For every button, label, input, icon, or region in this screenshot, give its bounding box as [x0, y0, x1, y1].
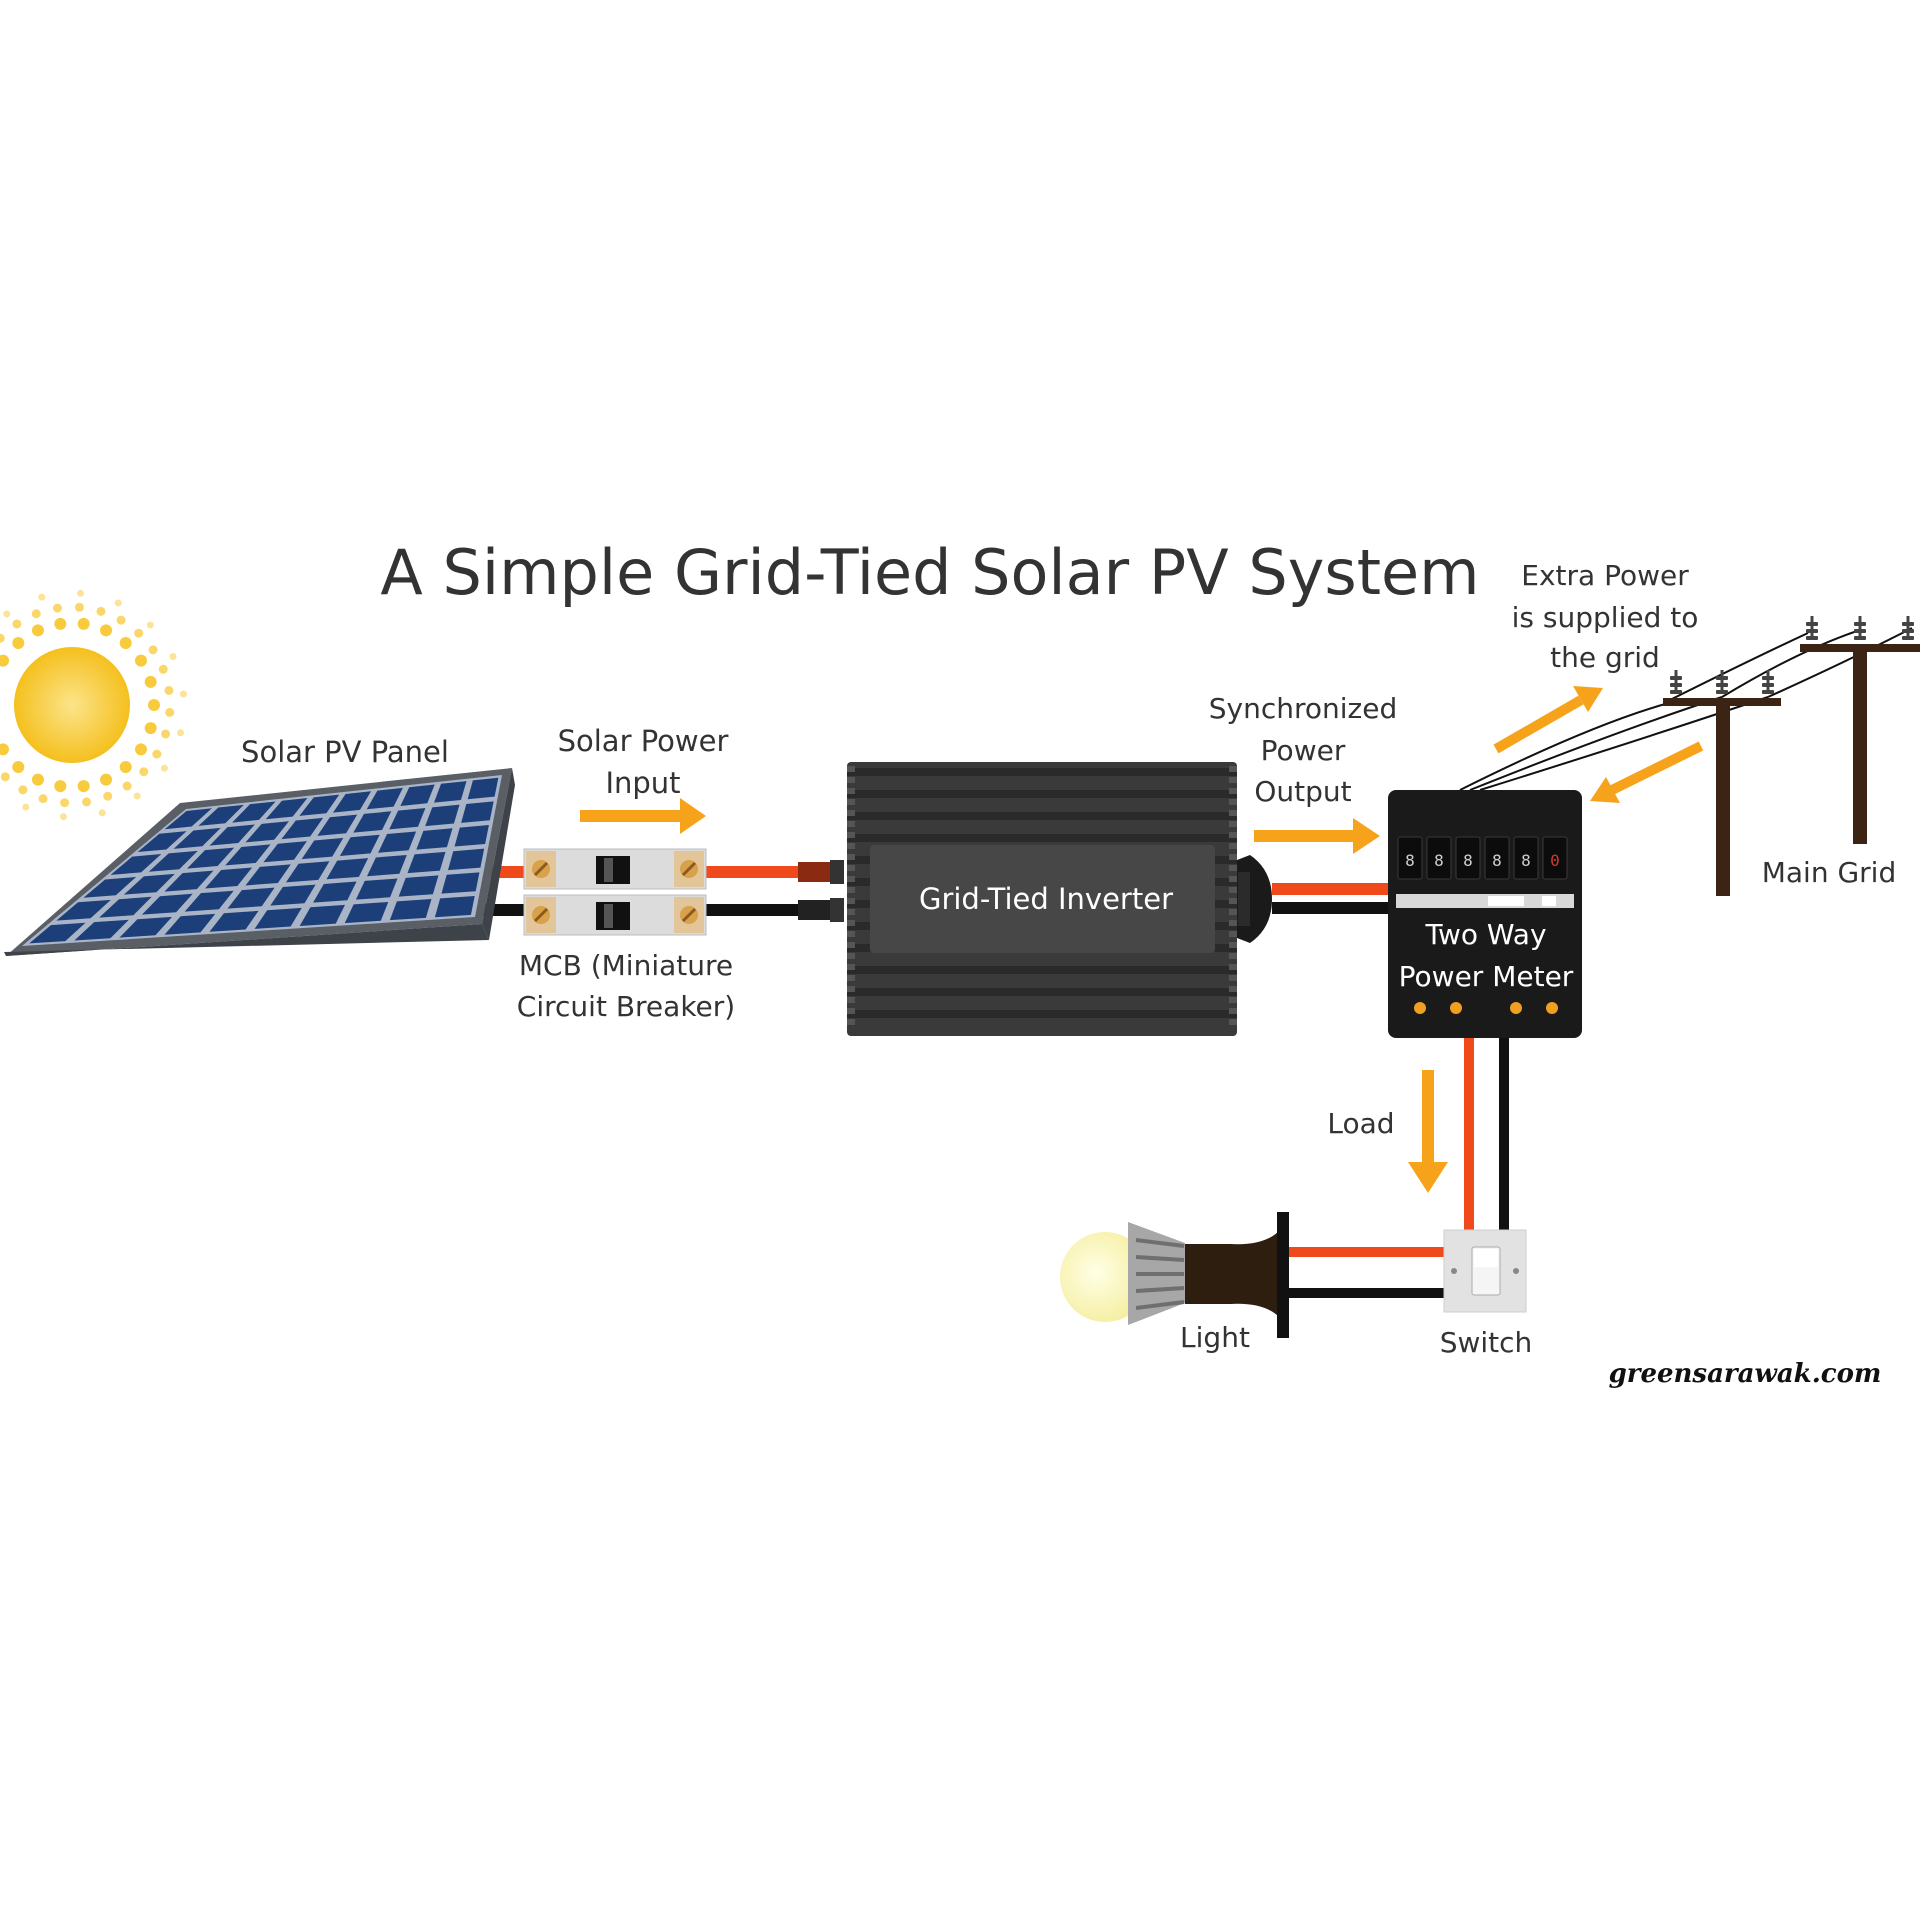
watermark: greensarawak.com: [1609, 1359, 1882, 1389]
sync-output-arrow-icon: [1254, 818, 1380, 854]
meter-digit: 8: [1434, 851, 1444, 870]
solar-input-label-1: Solar Power: [558, 724, 729, 758]
inverter-label: Grid-Tied Inverter: [919, 882, 1173, 916]
export-arrow-icon: [1493, 686, 1603, 754]
sync-output-label-1: Synchronized: [1209, 692, 1397, 725]
solar-input-arrow-icon: [580, 798, 706, 834]
meter-label-1: Two Way: [1424, 918, 1546, 951]
sync-output-label-3: Output: [1254, 775, 1351, 808]
meter-label-2: Power Meter: [1399, 960, 1574, 993]
ac-negative-wire: [1272, 902, 1392, 914]
light-label: Light: [1180, 1321, 1250, 1354]
meter-digit: 8: [1463, 851, 1473, 870]
solar-panel-label: Solar PV Panel: [241, 735, 449, 769]
light-bulb-icon: [1060, 1212, 1289, 1338]
light-positive-wire: [1288, 1247, 1448, 1257]
extra-power-label-2: is supplied to: [1512, 601, 1699, 634]
light-negative-wire: [1288, 1288, 1448, 1298]
extra-power-label-3: the grid: [1550, 641, 1660, 674]
meter-digit: 8: [1521, 851, 1531, 870]
utility-pole-icon: [1663, 616, 1920, 896]
sun-icon: [0, 589, 187, 821]
load-positive-wire: [1464, 1038, 1474, 1234]
diagram-title: A Simple Grid-Tied Solar PV System: [380, 536, 1479, 609]
main-grid-label: Main Grid: [1762, 856, 1897, 889]
mcb-breaker: [523, 848, 707, 936]
solar-panel: [4, 768, 515, 956]
ac-positive-wire: [1272, 883, 1392, 895]
extra-power-label-1: Extra Power: [1521, 559, 1689, 592]
sync-output-label-2: Power: [1261, 734, 1346, 767]
switch-icon: [1443, 1229, 1527, 1313]
grid-tied-inverter: [847, 762, 1272, 1036]
import-arrow-icon: [1590, 741, 1704, 803]
meter-digit: 8: [1492, 851, 1502, 870]
grid-lines: [1459, 627, 1913, 791]
mcb-label-2: Circuit Breaker): [517, 990, 735, 1023]
meter-digit: 0: [1550, 851, 1560, 870]
switch-label: Switch: [1440, 1326, 1533, 1359]
mcb-label-1: MCB (Miniature: [519, 949, 733, 982]
load-label: Load: [1327, 1107, 1394, 1140]
load-arrow-icon: [1408, 1070, 1448, 1193]
meter-digit: 8: [1405, 851, 1415, 870]
load-negative-wire: [1499, 1038, 1509, 1234]
solar-input-label-2: Input: [605, 766, 680, 800]
